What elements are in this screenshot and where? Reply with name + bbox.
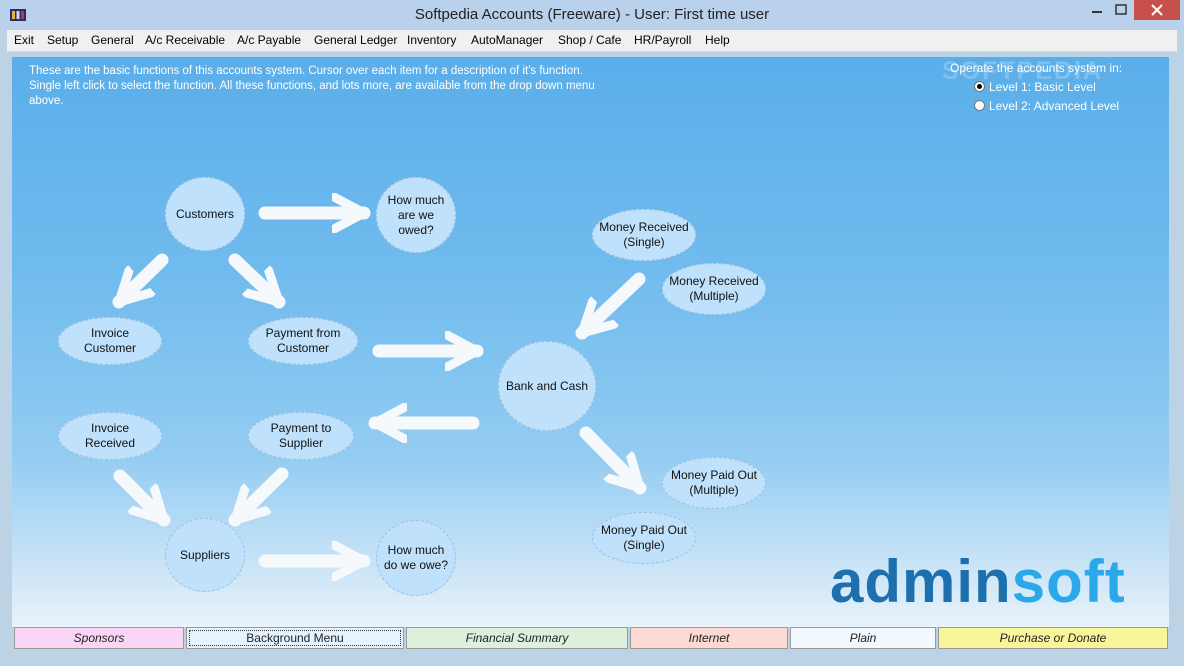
level-2-option[interactable]: Level 2: Advanced Level (974, 99, 1119, 113)
menu-ac-payable[interactable]: A/c Payable (237, 33, 302, 47)
intro-text: These are the basic functions of this ac… (29, 65, 595, 107)
softpedia-watermark: SOFTPEDIA (942, 57, 1104, 85)
menu-general[interactable]: General (91, 33, 134, 47)
node-payment-to-supplier[interactable]: Payment to Supplier (248, 412, 354, 460)
arrow-received-to-bank (575, 272, 646, 340)
arrow-supplier-payment-to-suppliers (228, 467, 289, 527)
adminsoft-logo: adminsoft (830, 548, 1126, 615)
arrow-invoice-received-to-suppliers (113, 469, 171, 527)
window-title: Softpedia Accounts (Freeware) - User: Fi… (414, 6, 770, 23)
menu-shop-cafe[interactable]: Shop / Cafe (558, 33, 622, 47)
arrow-customers-to-invoice (112, 253, 169, 309)
node-bank-and-cash[interactable]: Bank and Cash (498, 341, 596, 431)
arrow-bank-to-paid-out (579, 426, 647, 495)
node-money-received-single[interactable]: Money Received (Single) (592, 209, 696, 261)
level-1-label: Level 1: Basic Level (989, 80, 1096, 94)
level-2-label: Level 2: Advanced Level (989, 99, 1120, 113)
menu-general-ledger[interactable]: General Ledger (314, 33, 398, 47)
close-button[interactable] (1134, 0, 1180, 20)
arrow-customers-to-payment (228, 253, 286, 309)
radio-level-1[interactable] (974, 81, 985, 92)
plain-button[interactable]: Plain (790, 627, 936, 649)
node-how-much-owe[interactable]: How much do we owe? (376, 520, 456, 596)
bottom-button-bar: Sponsors Background Menu Financial Summa… (14, 627, 1168, 651)
node-invoice-received[interactable]: Invoice Received (58, 412, 162, 460)
minimize-button[interactable] (1084, 0, 1110, 20)
menu-help[interactable]: Help (705, 33, 730, 47)
menu-exit[interactable]: Exit (14, 33, 35, 47)
title-bar: Softpedia Accounts (Freeware) - User: Fi… (0, 0, 1184, 30)
maximize-button[interactable] (1108, 0, 1134, 20)
menu-setup[interactable]: Setup (47, 33, 79, 47)
node-customers[interactable]: Customers (165, 177, 245, 251)
flow-arrows (112, 57, 647, 627)
main-canvas: SOFTPEDIA These are the basic functions … (12, 57, 1169, 627)
node-payment-from-customer[interactable]: Payment from Customer (248, 317, 358, 365)
financial-summary-button[interactable]: Financial Summary (406, 627, 628, 649)
node-invoice-customer[interactable]: Invoice Customer (58, 317, 162, 365)
menu-automanager[interactable]: AutoManager (471, 33, 544, 47)
node-suppliers[interactable]: Suppliers (165, 518, 245, 592)
app-icon[interactable] (9, 7, 27, 23)
level-heading: Operate the accounts system in: (950, 61, 1123, 75)
level-1-option[interactable]: Level 1: Basic Level (974, 80, 1096, 94)
node-money-paid-out-single[interactable]: Money Paid Out (Single) (592, 512, 696, 564)
internet-button[interactable]: Internet (630, 627, 788, 649)
menu-hr-payroll[interactable]: HR/Payroll (634, 33, 692, 47)
node-money-received-multiple[interactable]: Money Received (Multiple) (662, 263, 766, 315)
menu-ac-receivable[interactable]: A/c Receivable (145, 33, 226, 47)
background-menu-button[interactable]: Background Menu (186, 627, 404, 649)
node-money-paid-out-multiple[interactable]: Money Paid Out (Multiple) (662, 457, 766, 509)
menu-inventory[interactable]: Inventory (407, 33, 457, 47)
menu-bar: Exit Setup General A/c Receivable A/c Pa… (7, 30, 1177, 52)
radio-level-2[interactable] (974, 100, 985, 111)
purchase-or-donate-button[interactable]: Purchase or Donate (938, 627, 1168, 649)
node-how-much-owed[interactable]: How much are we owed? (376, 177, 456, 253)
sponsors-button[interactable]: Sponsors (14, 627, 184, 649)
